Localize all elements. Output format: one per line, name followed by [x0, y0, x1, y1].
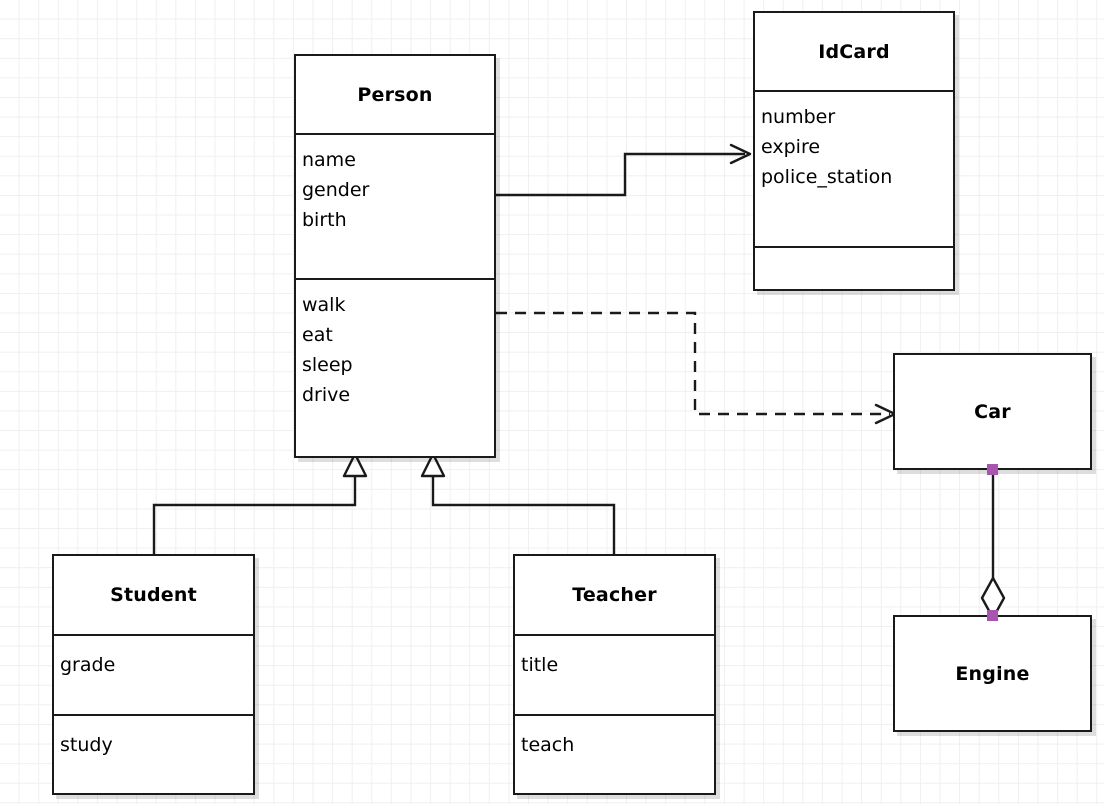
attribute-item: birth [302, 209, 347, 231]
class-operations-teacher: teach [515, 714, 714, 797]
operation-item: study [60, 734, 113, 756]
class-title-teacher: Teacher [572, 584, 657, 606]
class-box-car[interactable]: Car [893, 353, 1092, 470]
connection-handle-engine-top[interactable] [987, 610, 998, 621]
attribute-item: grade [60, 654, 116, 676]
attribute-item: expire [761, 136, 821, 158]
class-box-engine[interactable]: Engine [893, 615, 1092, 732]
operation-item: teach [521, 734, 575, 756]
class-operations-person: walk eat sleep drive [296, 278, 494, 456]
operation-item: sleep [302, 354, 353, 376]
edge-student-person[interactable] [152, 452, 368, 556]
connection-handle-car-bottom[interactable] [987, 464, 998, 475]
operation-item: drive [302, 384, 351, 406]
class-operations-student: study [54, 714, 253, 797]
attribute-item: name [302, 149, 356, 171]
edge-person-car[interactable] [496, 311, 897, 425]
attribute-item: title [521, 654, 559, 676]
class-title-car: Car [974, 400, 1011, 423]
class-title-idcard: IdCard [818, 40, 890, 63]
class-title-engine: Engine [955, 662, 1030, 685]
attribute-item: police_station [761, 166, 893, 188]
operation-item: walk [302, 294, 346, 316]
class-attributes-student: grade [54, 634, 253, 714]
class-box-idcard[interactable]: IdCard number expire police_station [753, 11, 955, 291]
edge-teacher-person[interactable] [420, 452, 616, 556]
operation-item: eat [302, 324, 333, 346]
edge-person-idcard[interactable] [496, 143, 752, 197]
class-title-student: Student [110, 584, 197, 606]
class-attributes-person: name gender birth [296, 133, 494, 278]
class-title-person: Person [357, 83, 433, 106]
class-attributes-idcard: number expire police_station [755, 90, 953, 246]
class-box-student[interactable]: Student grade study [52, 554, 255, 795]
attribute-item: number [761, 106, 836, 128]
attribute-item: gender [302, 179, 370, 201]
class-attributes-teacher: title [515, 634, 714, 714]
class-box-teacher[interactable]: Teacher title teach [513, 554, 716, 795]
class-operations-idcard [755, 246, 953, 289]
class-box-person[interactable]: Person name gender birth walk eat sleep … [294, 54, 496, 458]
open-arrow-head [729, 143, 752, 165]
edge-car-engine[interactable] [980, 470, 1006, 620]
